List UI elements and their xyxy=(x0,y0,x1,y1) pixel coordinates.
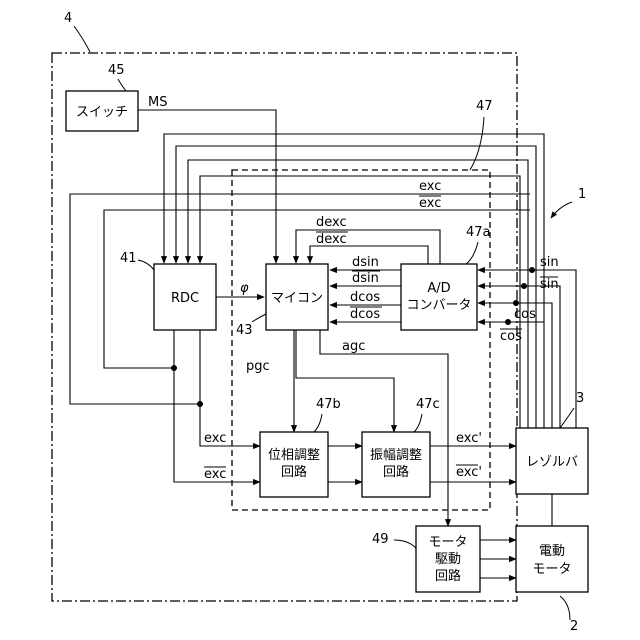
amplitude-adjust-label-1: 振幅調整 xyxy=(370,448,422,463)
motor-drive-label-3: 回路 xyxy=(435,568,461,584)
ref-41: 41 xyxy=(120,251,137,266)
leader-49 xyxy=(394,540,416,548)
leader-47c xyxy=(414,414,422,432)
junction-dot xyxy=(171,365,177,371)
ad-converter-label-2: コンバータ xyxy=(406,298,471,313)
junction-dot xyxy=(197,401,203,407)
label-exc-top: exc xyxy=(419,179,441,194)
ref-47b: 47b xyxy=(316,397,341,412)
label-dcos-bar: dcos xyxy=(350,307,380,322)
exc-to-phase-line xyxy=(200,330,260,446)
rdc-feedback-line-2 xyxy=(176,146,536,428)
leader-4 xyxy=(74,26,90,52)
label-dcos: dcos xyxy=(350,290,380,305)
junction-dot xyxy=(505,319,511,325)
label-agc: agc xyxy=(342,339,365,354)
sin-line xyxy=(478,270,576,428)
ref-47c: 47c xyxy=(416,397,440,412)
ad-converter-block xyxy=(401,264,477,330)
ref-1: 1 xyxy=(578,187,586,202)
label-dexc-bar: dexc xyxy=(316,232,347,247)
leader-1 xyxy=(551,202,572,218)
leader-47a xyxy=(466,242,478,264)
phase-adjust-label-2: 回路 xyxy=(281,464,307,480)
label-cos-bar: cos xyxy=(500,329,522,344)
ref-47: 47 xyxy=(476,99,493,114)
label-cos: cos xyxy=(514,307,536,322)
label-phi: φ xyxy=(240,281,249,296)
motor-drive-label-2: 駆動 xyxy=(435,552,461,567)
leader-41 xyxy=(138,260,154,270)
leader-43 xyxy=(252,314,266,322)
ref-43: 43 xyxy=(236,323,253,338)
resolver-label: レゾルバ xyxy=(526,455,578,470)
junction-dot xyxy=(529,267,535,273)
ref-3: 3 xyxy=(576,391,584,406)
ref-4: 4 xyxy=(64,11,72,26)
microcomputer-label: マイコン xyxy=(271,291,323,306)
leader-2 xyxy=(560,596,570,620)
label-exc-lower: exc xyxy=(204,431,226,446)
ref-49: 49 xyxy=(372,532,389,547)
motor-drive-label-1: モータ xyxy=(428,535,467,550)
switch-label: スイッチ xyxy=(76,105,128,120)
label-ms: MS xyxy=(148,95,167,110)
electric-motor-label-1: 電動 xyxy=(539,544,565,559)
label-exc-bar-top: exc xyxy=(419,196,441,211)
signal-lines xyxy=(70,110,576,578)
label-exc-prime-bar: exc' xyxy=(456,465,482,480)
label-exc-prime: exc' xyxy=(456,431,482,446)
label-dsin-bar: dsin xyxy=(352,271,379,286)
label-sin: sin xyxy=(540,255,559,270)
electric-motor-block xyxy=(516,526,588,592)
leader-47b xyxy=(314,414,322,432)
ms-line xyxy=(138,110,276,263)
ref-45: 45 xyxy=(108,63,125,78)
ad-converter-label-1: A/D xyxy=(427,281,450,296)
amplitude-adjust-label-2: 回路 xyxy=(383,464,409,480)
ref-47a: 47a xyxy=(466,225,491,240)
label-pgc: pgc xyxy=(246,359,270,374)
rdc-label: RDC xyxy=(171,291,199,306)
electric-motor-label-2: モータ xyxy=(532,562,571,577)
junction-dot xyxy=(513,300,519,306)
ref-2: 2 xyxy=(570,619,578,634)
phase-adjust-label-1: 位相調整 xyxy=(268,448,320,463)
leader-3 xyxy=(560,408,574,428)
exc-bar-to-phase-line xyxy=(174,330,260,482)
leader-47 xyxy=(470,117,484,170)
leader-45 xyxy=(118,79,126,91)
label-sin-bar: sin xyxy=(540,277,559,292)
junction-dot xyxy=(521,283,527,289)
label-dsin: dsin xyxy=(352,255,379,270)
label-dexc: dexc xyxy=(316,215,347,230)
label-exc-lower-bar: exc xyxy=(204,467,226,482)
